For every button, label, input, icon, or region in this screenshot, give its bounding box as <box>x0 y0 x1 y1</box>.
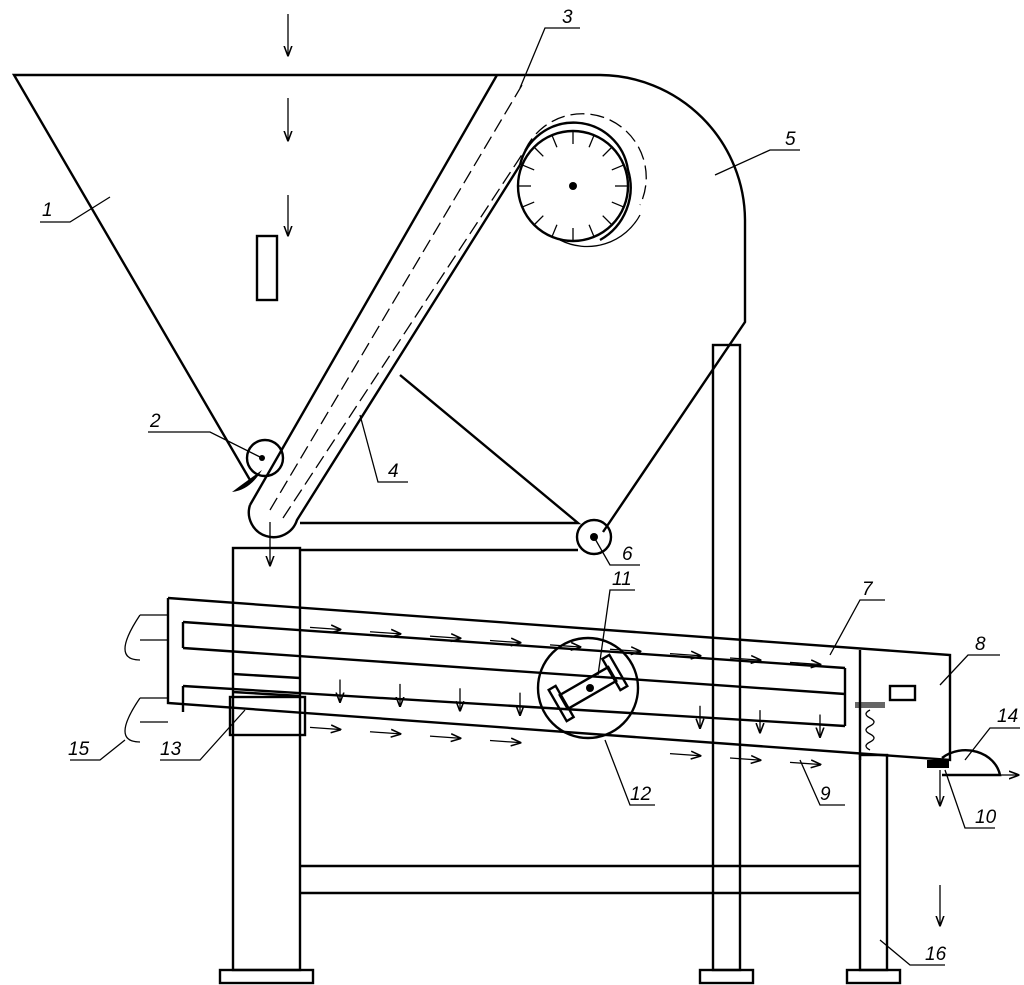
drum-blade <box>602 215 613 226</box>
vibrator-12 <box>536 636 640 740</box>
label-16: 16 <box>925 944 947 965</box>
labels: 1 2 3 4 5 6 7 8 9 10 11 12 13 14 15 16 <box>40 7 1020 966</box>
label-7: 7 <box>862 579 874 600</box>
drum-blade <box>521 164 535 171</box>
roller-6 <box>575 518 613 556</box>
drum-blade <box>602 146 613 157</box>
flow-arrow <box>369 632 400 634</box>
label-13: 13 <box>160 739 182 760</box>
flow-arrow <box>489 640 520 642</box>
flow-arrow <box>609 649 640 651</box>
flow-arrow <box>789 662 820 664</box>
label-3: 3 <box>562 7 573 28</box>
label-1: 1 <box>42 200 53 221</box>
label-15: 15 <box>68 739 90 760</box>
flow-arrow <box>489 740 520 742</box>
hopper <box>11 14 600 481</box>
frame <box>218 343 902 985</box>
flow-arrows <box>309 627 820 764</box>
flow-arrow <box>669 654 700 656</box>
elevator-casing <box>247 73 747 556</box>
label-4: 4 <box>388 461 399 482</box>
drive-13 <box>228 695 307 737</box>
label-8: 8 <box>975 634 986 655</box>
drum-blade <box>611 164 625 171</box>
label-10: 10 <box>975 807 997 828</box>
drum-blade <box>551 224 558 238</box>
label-5: 5 <box>785 129 796 150</box>
label-11: 11 <box>612 569 632 590</box>
flow-arrow <box>789 762 820 764</box>
drum-blade <box>533 146 544 157</box>
drum-blade <box>551 134 558 148</box>
flow-arrow <box>549 645 580 647</box>
flow-arrow <box>309 627 340 629</box>
drum-blade <box>533 215 544 226</box>
drum-blade <box>588 224 595 238</box>
label-12: 12 <box>630 784 652 805</box>
flow-arrow <box>429 736 460 738</box>
label-14: 14 <box>997 706 1018 727</box>
flow-arrow <box>729 758 760 760</box>
flow-arrow <box>669 754 700 756</box>
drum-blade <box>588 134 595 148</box>
flow-arrow <box>369 732 400 734</box>
label-9: 9 <box>820 784 831 805</box>
flow-arrow <box>309 727 340 729</box>
sieve-box <box>124 596 1018 925</box>
flow-arrow <box>429 636 460 638</box>
feed-roller-2 <box>232 438 285 565</box>
drum-blades <box>518 131 628 241</box>
drum-blade <box>521 201 535 208</box>
label-2: 2 <box>149 411 161 432</box>
flow-arrow <box>729 658 760 660</box>
label-6: 6 <box>622 544 633 565</box>
drum-blade <box>611 201 625 208</box>
